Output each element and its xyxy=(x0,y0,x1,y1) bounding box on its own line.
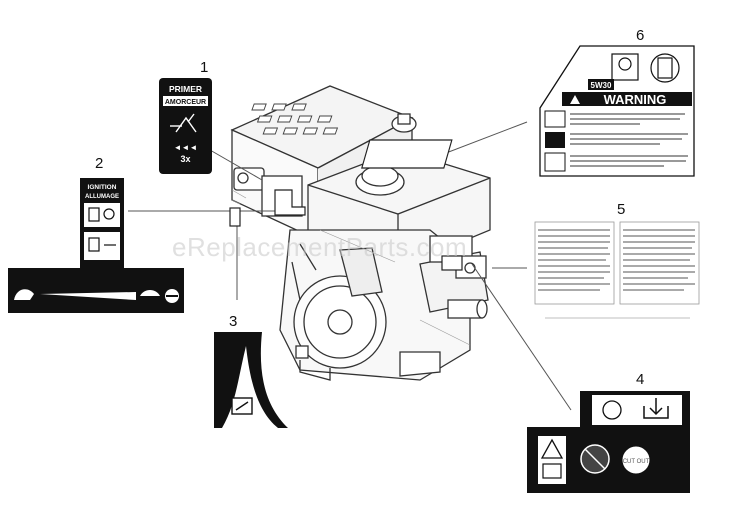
engine-shading xyxy=(231,189,471,346)
decal-choke xyxy=(214,332,288,428)
warning-text-lines xyxy=(570,113,688,167)
ignition-subtitle: ALLUMAGE xyxy=(85,194,119,200)
fire-icon xyxy=(545,132,565,148)
throttle-wedge xyxy=(14,289,179,303)
cutout-circle xyxy=(621,445,651,475)
fuel-valve-icon xyxy=(602,400,622,420)
ignition-title: IGNITION xyxy=(88,184,117,191)
primer-subtitle: AMORCEUR xyxy=(165,99,206,106)
oil-grade: 5W30 xyxy=(591,81,612,90)
label-text-lines-right xyxy=(623,229,695,291)
watermark: eReplacementParts.com xyxy=(172,232,467,262)
label-text-lines-left xyxy=(538,229,610,291)
choke-lever-icon xyxy=(231,397,253,415)
leader-line-4 xyxy=(471,263,572,411)
decal-locations xyxy=(229,139,463,271)
hare-icon xyxy=(14,289,34,300)
ignition-off-icon xyxy=(88,237,116,252)
warning-triangle-icon xyxy=(540,438,564,459)
callout-1: 1 xyxy=(200,59,208,76)
callout-2: 2 xyxy=(95,155,103,172)
warning-title: WARNING xyxy=(604,92,667,107)
manual-icon xyxy=(544,110,566,128)
decal-warning: 5W30 WARNING xyxy=(539,45,695,177)
callout-5: 5 xyxy=(617,201,625,218)
manual-book-icon xyxy=(542,463,562,479)
primer-arrows: ◄◄◄ xyxy=(174,143,198,152)
warning-triangle-icon xyxy=(570,95,580,104)
primer-bulb-icon xyxy=(170,113,197,133)
leader-line-1 xyxy=(209,149,263,181)
callout-4: 4 xyxy=(636,371,644,388)
fuel-down-icon xyxy=(643,398,669,419)
primer-title: PRIMER xyxy=(169,84,202,94)
decal-primer: PRIMER AMORCEUR ◄◄◄ 3x xyxy=(159,78,212,174)
exhaust-icon xyxy=(544,152,566,172)
turtle-icon xyxy=(140,290,160,296)
callout-6: 6 xyxy=(636,27,644,44)
oil-can-icons xyxy=(611,53,680,83)
callout-3: 3 xyxy=(229,313,237,330)
decal-cutout: CUT OUT xyxy=(527,391,690,493)
decal-ignition: IGNITION ALLUMAGE xyxy=(8,178,184,313)
decal-emissions-labels xyxy=(534,221,700,319)
cutout-label: CUT OUT xyxy=(623,459,650,465)
ignition-on-icon xyxy=(88,207,115,222)
primer-count: 3x xyxy=(180,154,190,164)
